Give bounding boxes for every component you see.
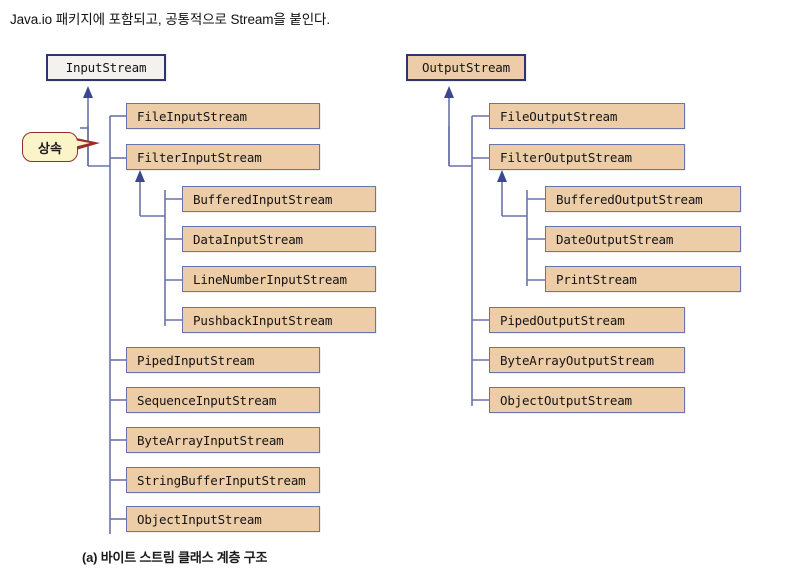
node-output-stream[interactable]: OutputStream [406, 54, 526, 81]
node-buffered-output-stream[interactable]: BufferedOutputStream [545, 186, 741, 212]
node-print-stream[interactable]: PrintStream [545, 266, 741, 292]
node-filter-input-stream[interactable]: FilterInputStream [126, 144, 320, 170]
node-bytearray-output-stream[interactable]: ByteArrayOutputStream [489, 347, 685, 373]
node-piped-input-stream[interactable]: PipedInputStream [126, 347, 320, 373]
connector-lines [80, 86, 545, 534]
node-data-input-stream[interactable]: DataInputStream [182, 226, 376, 252]
page-heading: Java.io 패키지에 포함되고, 공통적으로 Stream을 붙인다. [10, 12, 330, 27]
node-object-output-stream[interactable]: ObjectOutputStream [489, 387, 685, 413]
node-object-input-stream[interactable]: ObjectInputStream [126, 506, 320, 532]
node-bytearray-input-stream[interactable]: ByteArrayInputStream [126, 427, 320, 453]
figure-caption: (a) 바이트 스트림 클래스 계층 구조 [82, 550, 268, 565]
arrowhead-output-root [444, 86, 454, 98]
arrowhead-filter-output [497, 170, 507, 182]
node-linenumber-input-stream[interactable]: LineNumberInputStream [182, 266, 376, 292]
node-sequence-input-stream[interactable]: SequenceInputStream [126, 387, 320, 413]
node-file-input-stream[interactable]: FileInputStream [126, 103, 320, 129]
node-pushback-input-stream[interactable]: PushbackInputStream [182, 307, 376, 333]
node-stringbuffer-input-stream[interactable]: StringBufferInputStream [126, 467, 320, 493]
inheritance-callout: 상속 [22, 132, 78, 162]
byte-stream-class-diagram: InputStream FileInputStream FilterInputS… [0, 34, 800, 544]
node-filter-output-stream[interactable]: FilterOutputStream [489, 144, 685, 170]
node-input-stream[interactable]: InputStream [46, 54, 166, 81]
arrowhead-filter-input [135, 170, 145, 182]
node-file-output-stream[interactable]: FileOutputStream [489, 103, 685, 129]
callout-tail-fill-icon [74, 140, 90, 147]
arrowhead-input-root [83, 86, 93, 98]
node-date-output-stream[interactable]: DateOutputStream [545, 226, 741, 252]
node-piped-output-stream[interactable]: PipedOutputStream [489, 307, 685, 333]
node-buffered-input-stream[interactable]: BufferedInputStream [182, 186, 376, 212]
